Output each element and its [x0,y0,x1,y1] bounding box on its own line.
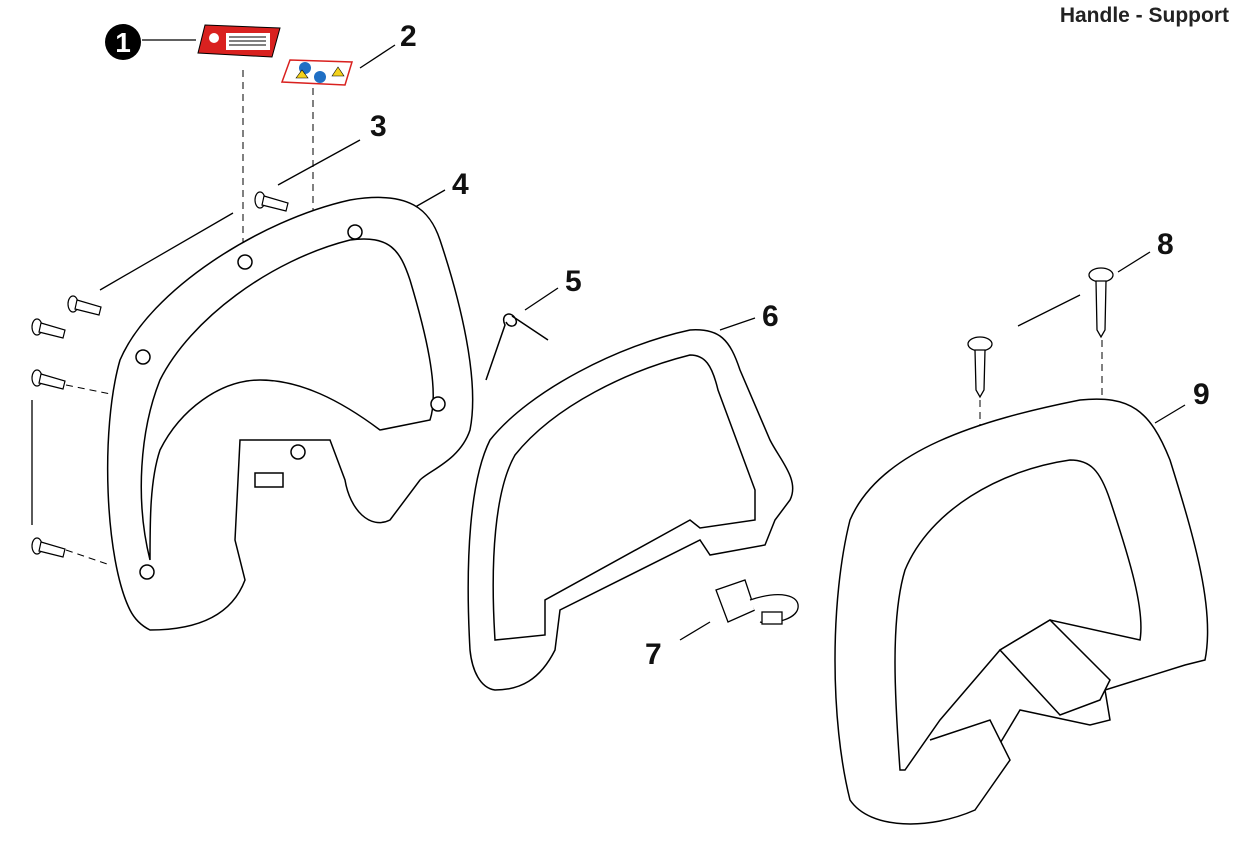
callout-6: 6 [762,300,779,333]
leader-line-7 [679,621,711,641]
leader-line-8b [1117,251,1151,273]
spring-5 [485,313,549,381]
screw [67,295,102,316]
callout-9: 9 [1193,378,1210,411]
screw [254,191,289,212]
callout-3: 3 [370,110,387,143]
screw [1088,267,1114,339]
leader-line-3b [99,212,234,291]
callout-1: 1 [105,24,141,60]
warning-label-1 [197,24,281,58]
warning-label-2 [280,59,354,86]
diagram-title: Handle - Support [1059,4,1229,27]
callout-8: 8 [1157,228,1174,261]
leader-line-9 [1154,404,1186,424]
switch-7 [715,579,799,625]
callout-5: 5 [565,265,582,298]
screw [967,336,993,399]
leader-line-2 [359,44,396,69]
callout-4: 4 [452,168,469,201]
leader-line-8 [1017,294,1081,327]
screws-3 [31,191,289,558]
callout-7: 7 [645,638,662,671]
screws-8 [967,267,1114,399]
callout-2: 2 [400,20,417,53]
grip-9 [834,398,1209,825]
screw [31,318,66,339]
leader-line-3 [277,139,361,186]
handle-frame-4 [106,196,474,631]
cover-frame-6 [467,329,794,691]
dashed-axis-screw2 [65,549,111,566]
screw [31,369,66,390]
screw [31,537,66,558]
leader-line-5 [524,287,559,311]
leader-line-6 [719,317,756,331]
